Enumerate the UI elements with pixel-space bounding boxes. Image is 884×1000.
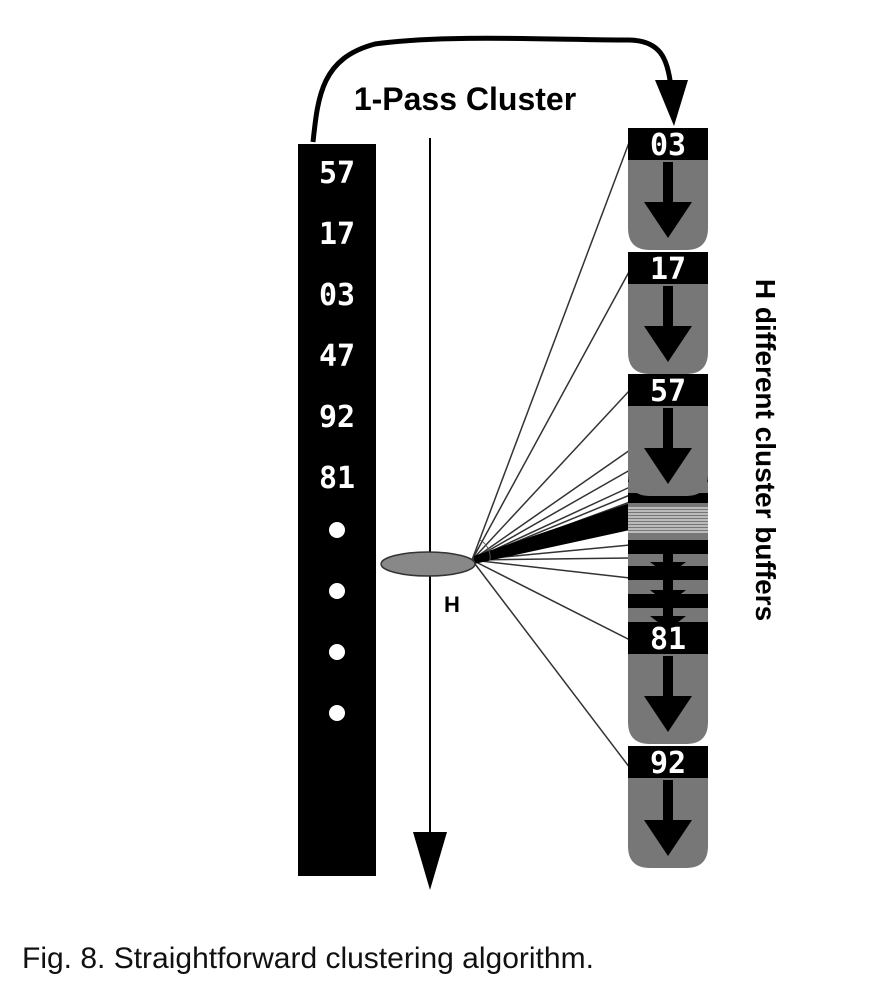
time-axis-arrowhead bbox=[413, 832, 447, 890]
buffer-arrow-head bbox=[644, 696, 692, 732]
hash-fan-line bbox=[471, 389, 631, 561]
loop-arrowhead bbox=[655, 80, 688, 126]
buffer-arrow-shaft bbox=[663, 162, 673, 208]
hash-function-ellipse bbox=[380, 551, 476, 577]
input-value-17: 17 bbox=[319, 217, 355, 252]
hash-fan-line bbox=[471, 449, 631, 561]
input-value-03: 03 bbox=[319, 278, 355, 313]
collapsed-buffer-header bbox=[628, 540, 708, 554]
hash-fan-line bbox=[471, 559, 631, 579]
input-ellipsis-dot bbox=[329, 583, 345, 599]
hash-fan-lines bbox=[471, 139, 631, 769]
buffer-arrow-head bbox=[644, 820, 692, 856]
hash-fan-line bbox=[471, 469, 631, 561]
input-value-47: 47 bbox=[319, 339, 355, 374]
figure-caption: Fig. 8. Straightforward clustering algor… bbox=[22, 942, 594, 975]
buffer-arrow-head bbox=[644, 448, 692, 484]
buffer-value-81: 81 bbox=[650, 622, 686, 657]
collapsed-arrow-head bbox=[650, 590, 686, 604]
input-value-57: 57 bbox=[319, 156, 355, 191]
input-stream-column bbox=[298, 144, 376, 876]
hash-fan-line bbox=[471, 139, 631, 561]
diagram-title: 1-Pass Cluster bbox=[354, 81, 576, 117]
hash-fan-line bbox=[471, 559, 631, 641]
buffer-arrow-shaft bbox=[663, 780, 673, 826]
collapsed-arrow-shaft bbox=[663, 553, 673, 568]
input-ellipsis-dot bbox=[329, 705, 345, 721]
hash-angle-arc bbox=[479, 539, 491, 561]
cluster-buffer-03: 03 bbox=[628, 128, 708, 250]
clustering-diagram: 1-Pass Cluster 57 17 03 47 92 81 H 03 17 57 81 92… bbox=[298, 35, 781, 890]
buffer-value-03: 03 bbox=[650, 128, 686, 163]
cluster-buffer-92: 92 bbox=[628, 746, 708, 868]
loop-arrow bbox=[310, 35, 674, 143]
cluster-buffers: 03 17 57 81 92 bbox=[628, 128, 708, 868]
buffer-arrow-shaft bbox=[663, 408, 673, 454]
collapsed-arrow-head bbox=[650, 562, 686, 576]
buffer-value-92: 92 bbox=[650, 746, 686, 781]
collapsed-arrow-shaft bbox=[663, 608, 673, 622]
hash-fan-line bbox=[471, 269, 631, 561]
buffer-header bbox=[628, 252, 708, 284]
cluster-buffer-81: 81 bbox=[628, 622, 708, 744]
buffer-header bbox=[628, 128, 708, 160]
input-stream-items: 57 17 03 47 92 81 bbox=[319, 156, 355, 721]
cluster-buffer-57: 57 bbox=[628, 374, 708, 496]
hash-fan-line bbox=[471, 557, 631, 561]
hash-fan-line bbox=[471, 559, 631, 769]
buffer-value-17: 17 bbox=[650, 252, 686, 287]
hash-fan-bundle bbox=[474, 503, 630, 564]
input-value-92: 92 bbox=[319, 400, 355, 435]
buffer-arrow-shaft bbox=[663, 656, 673, 702]
hash-function-label: H bbox=[444, 592, 460, 617]
input-value-81: 81 bbox=[319, 461, 355, 496]
buffer-header bbox=[628, 374, 708, 406]
side-label: H different cluster buffers bbox=[750, 279, 781, 621]
buffer-header bbox=[628, 622, 708, 654]
buffer-header bbox=[628, 746, 708, 778]
cluster-buffer-17: 17 bbox=[628, 252, 708, 374]
buffer-arrow-head bbox=[644, 202, 692, 238]
input-ellipsis-dot bbox=[329, 522, 345, 538]
buffer-value-57: 57 bbox=[650, 374, 686, 409]
collapsed-arrow-shaft bbox=[663, 580, 673, 596]
buffer-arrow-shaft bbox=[663, 286, 673, 332]
buffer-arrow-head bbox=[644, 326, 692, 362]
input-ellipsis-dot bbox=[329, 644, 345, 660]
